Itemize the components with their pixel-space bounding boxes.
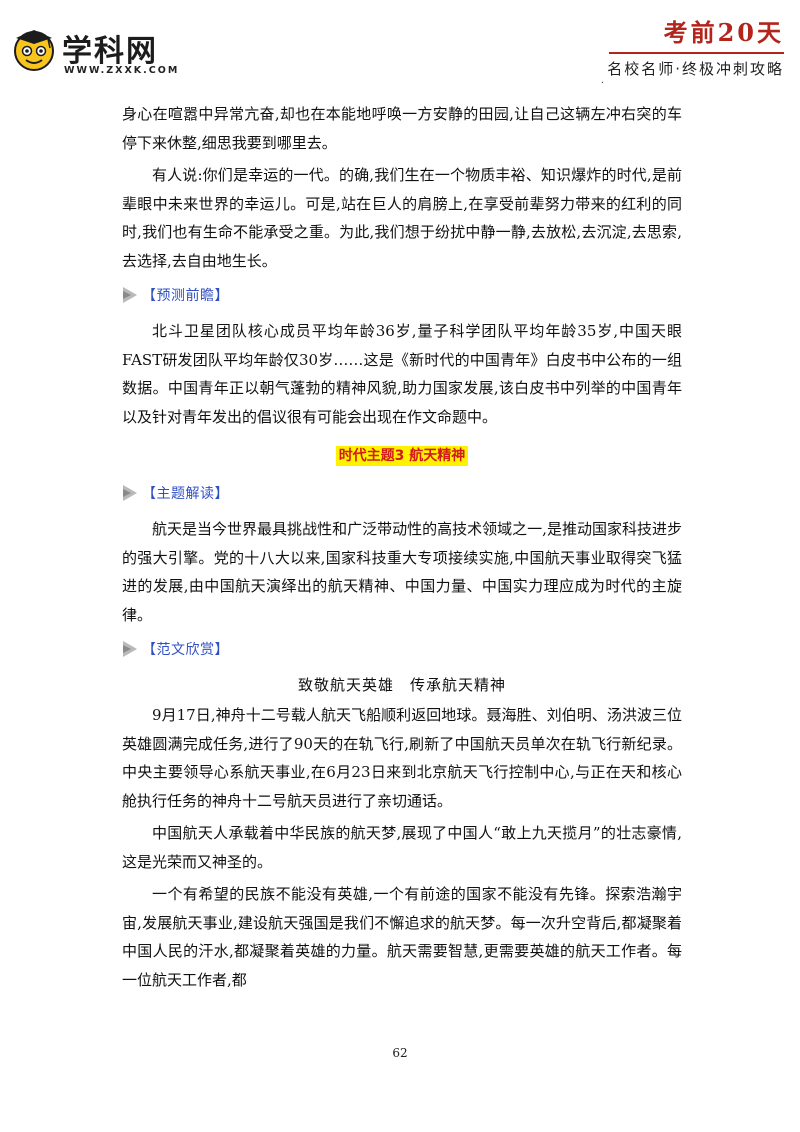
header-rule	[609, 52, 784, 54]
paragraph: 有人说:你们是幸运的一代。的确,我们生在一个物质丰裕、知识爆炸的时代,是前辈眼中…	[122, 166, 682, 270]
paragraph-continued: 身心在喧嚣中异常亢奋,却也在本能地呼唤一方安静的田园,让自己这辆左冲右突的车停下…	[122, 105, 682, 152]
header-dot: ·	[600, 78, 604, 89]
brand-url: WWW.ZXXK.COM	[64, 65, 180, 76]
xuekewang-logo: 学科网 WWW.ZXXK.COM	[10, 24, 210, 80]
page-number: 62	[392, 1046, 408, 1060]
triangle-marker-icon	[123, 287, 137, 303]
topic-heading: 时代主题3 航天精神	[122, 445, 682, 466]
paragraph: 航天是当今世界最具挑战性和广泛带动性的高技术领域之一,是推动国家科技进步的强大引…	[122, 520, 682, 624]
section-label: 【主题解读】	[142, 486, 229, 502]
triangle-marker-icon	[123, 485, 137, 501]
essay-paragraph: 中国航天人承载着中华民族的航天梦,展现了中国人“敢上九天揽月”的壮志豪情,这是光…	[122, 824, 682, 871]
triangle-marker-icon	[123, 641, 137, 657]
section-marker-essay: 【范文欣赏】	[122, 635, 682, 663]
essay-paragraph: 一个有希望的民族不能没有英雄,一个有前途的国家不能没有先锋。探索浩瀚宇宙,发展航…	[122, 885, 682, 989]
header-right: 考前20天 名校名师·终极冲刺攻略	[554, 18, 784, 79]
paragraph: 北斗卫星团队核心成员平均年龄36岁,量子科学团队平均年龄35岁,中国天眼FAST…	[122, 322, 682, 426]
header-subtitle: 名校名师·终极冲刺攻略	[607, 60, 784, 78]
smiley-mascot-icon	[14, 30, 54, 71]
essay-title: 致敬航天英雄 传承航天精神	[297, 676, 506, 694]
header-title: 考前20天	[663, 18, 784, 47]
section-marker-forecast: 【预测前瞻】	[122, 281, 682, 309]
topic-heading-text: 时代主题3 航天精神	[335, 446, 469, 466]
brand-name: 学科网	[62, 34, 158, 69]
section-label: 【范文欣赏】	[142, 642, 229, 658]
page-header: 学科网 WWW.ZXXK.COM 考前20天 名校名师·终极冲刺攻略 ·	[0, 0, 800, 90]
page-content: 身心在喧嚣中异常亢奋,却也在本能地呼唤一方安静的田园,让自己这辆左冲右突的车停下…	[122, 100, 682, 998]
section-marker-interpret: 【主题解读】	[122, 479, 682, 507]
section-label: 【预测前瞻】	[142, 288, 229, 304]
essay-paragraph: 9月17日,神舟十二号载人航天飞船顺利返回地球。聂海胜、刘伯明、汤洪波三位英雄圆…	[122, 706, 682, 810]
